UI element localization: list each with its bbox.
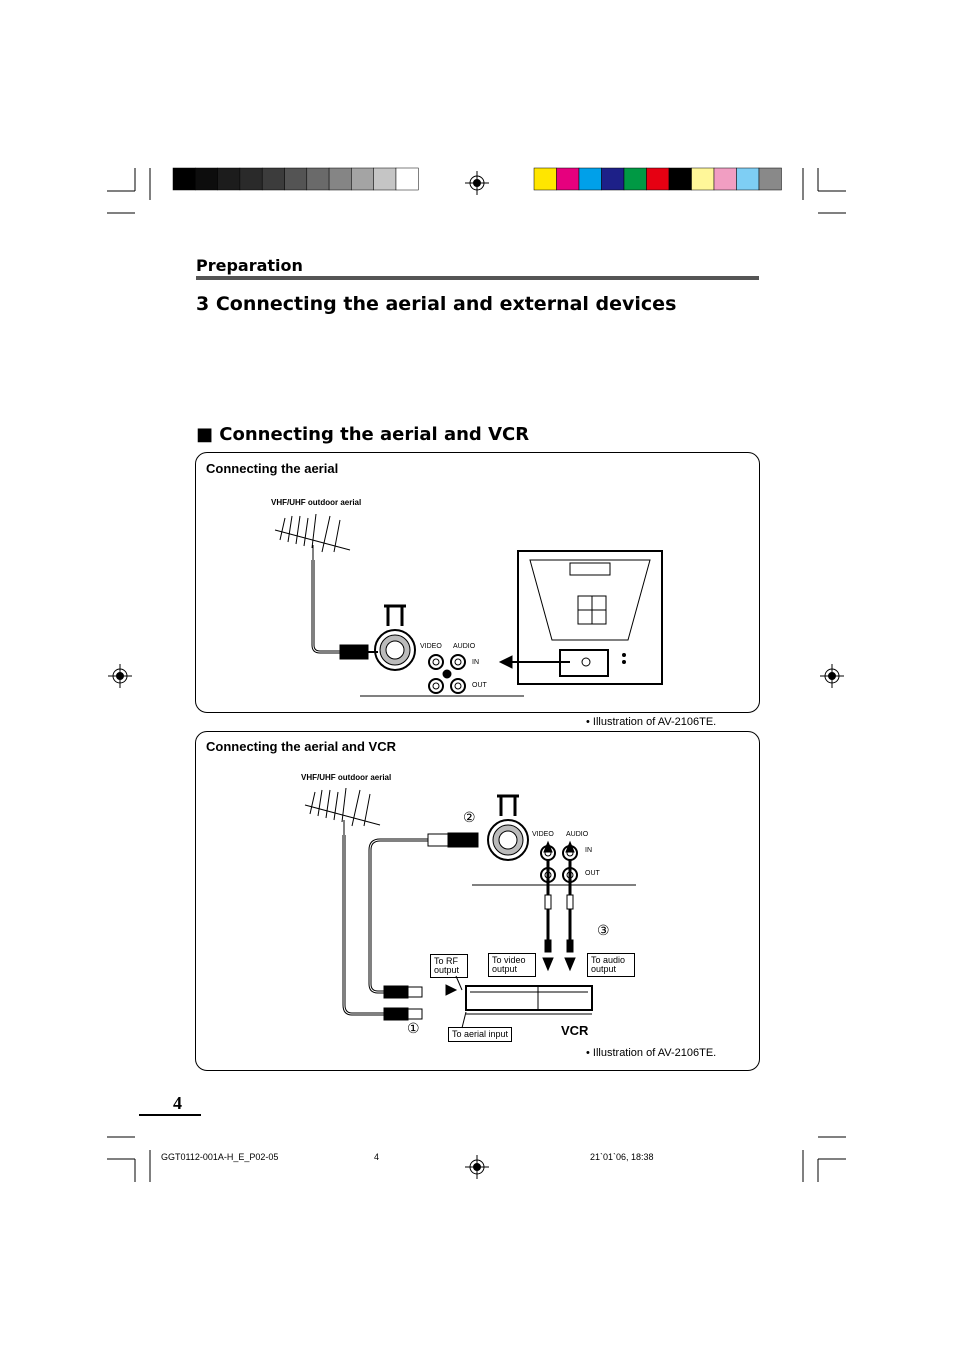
tv-rear-icon: [517, 550, 663, 685]
step-3-marker: ③: [597, 922, 610, 938]
section-heading: Preparation: [196, 256, 303, 275]
diagram-vcr-title: Connecting the aerial and VCR: [206, 739, 396, 754]
vcr-label: VCR: [561, 1023, 589, 1038]
out-label-2: OUT: [585, 870, 600, 877]
page-number: 4: [173, 1093, 182, 1113]
video-jack-label-2: VIDEO: [532, 831, 554, 838]
to-video-output-label: To video output: [488, 953, 536, 977]
diagram-aerial-title: Connecting the aerial: [206, 461, 339, 476]
aerial-icon-2: [304, 787, 381, 835]
step-2-marker: ②: [463, 809, 476, 825]
in-label: IN: [472, 659, 479, 666]
aerial-socket-icon-2: [487, 794, 529, 861]
color-swatch: [758, 167, 782, 191]
video-jack-label: VIDEO: [420, 643, 442, 650]
diagram-aerial-box: [195, 452, 760, 713]
footer-file-name: GGT0112-001A-H_E_P02-05: [161, 1152, 279, 1162]
out-label: OUT: [472, 682, 487, 689]
page-title: 3 Connecting the aerial and external dev…: [196, 293, 677, 315]
gray-step-bar: [172, 167, 419, 191]
page-number-rule: [139, 1114, 201, 1116]
audio-jack-label-2: AUDIO: [566, 831, 589, 838]
vcr-icon: [465, 985, 593, 1015]
aerial-label-2: VHF/UHF outdoor aerial: [301, 773, 392, 782]
in-label-2: IN: [585, 847, 592, 854]
to-aerial-input-label: To aerial input: [448, 1027, 513, 1042]
gray-swatch: [395, 167, 419, 191]
aerial-icon: [274, 513, 351, 560]
illustration-note: • Illustration of AV-2106TE.: [586, 716, 717, 728]
illustration-note-2: • Illustration of AV-2106TE.: [586, 1047, 717, 1059]
aerial-label: VHF/UHF outdoor aerial: [271, 498, 362, 507]
to-rf-output-label: To RF output: [430, 954, 468, 978]
subsection-title: ■ Connecting the aerial and VCR: [196, 424, 530, 445]
footer-timestamp: 21`01`06, 18:38: [590, 1152, 654, 1162]
step-1-marker: ①: [407, 1020, 420, 1036]
registration-marks: [108, 171, 844, 1179]
diagram-vcr-box: [195, 731, 760, 1071]
to-audio-output-label: To audio output: [587, 953, 635, 977]
process-color-bar: [533, 167, 782, 191]
section-rule: [196, 276, 759, 280]
aerial-socket-icon: [374, 604, 416, 671]
audio-jack-label: AUDIO: [453, 643, 476, 650]
footer-sheet-number: 4: [374, 1152, 380, 1162]
